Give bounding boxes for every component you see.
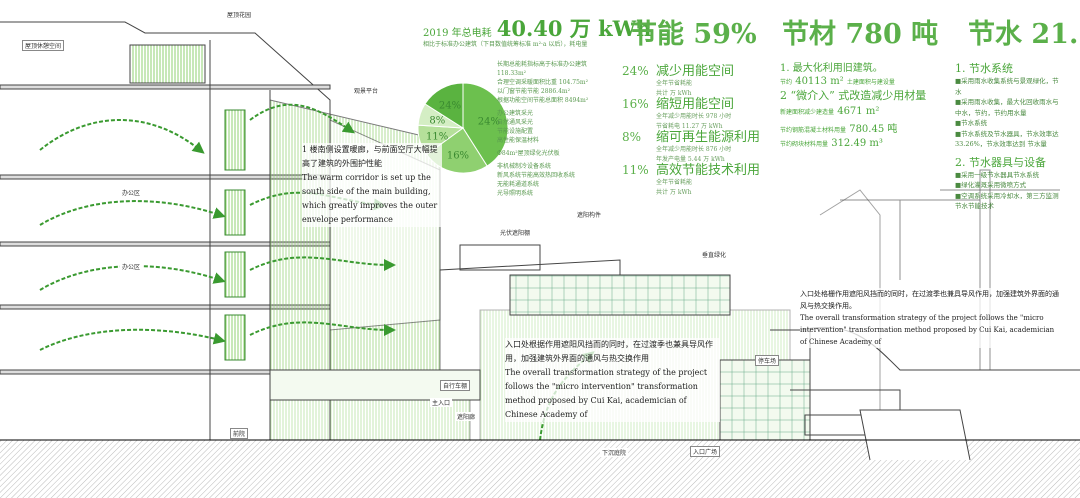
energy-bullet: 新风系统节能高效热回收系统 <box>497 172 576 179</box>
right-note-en: The overall transformation strategy of t… <box>800 314 1055 346</box>
energy-item-detail: 共计 万 kWh <box>656 90 692 97</box>
energy-item-pct: 8% <box>622 130 642 144</box>
label-office-2: 办公区 <box>120 262 143 271</box>
energy-item-pct: 11% <box>622 163 649 177</box>
energy-bullet: 长期总能耗指标高于标准办公建筑 118.33m² <box>497 61 588 77</box>
material-label: 新建面积减少建造量 <box>780 109 835 116</box>
energy-item-title: 高效节能技术利用 <box>656 163 761 178</box>
material-label: 节约 <box>780 79 793 86</box>
energy-item: 24% 减少用能空间全年节省耗能共计 万 kWh <box>622 60 772 97</box>
material-label: 节约砌块材料用量 <box>780 141 829 148</box>
energy-item: 8% 缩可再生能源利用全年减少用能时长 876 小时年发产电量 5.44 万 kW… <box>622 126 772 163</box>
right-note: 入口处格栅作用遮阳风挡而的同时，在过渡季也兼具导风作用，加强建筑外界面的通风与热… <box>800 288 1060 348</box>
water-bullet: ■节水系统 <box>955 119 988 127</box>
label-parking: 停车场 <box>755 355 780 366</box>
energy-bullet: 光导照明系统 <box>497 190 534 197</box>
corridor-note-cn: 1 楼南侧设置暖廊，与前面空厅大幅提高了建筑的外围护性能 <box>302 145 438 168</box>
entry-note: 入口处根据作用遮阳风挡而的同时，在过渡季也兼具导风作用，加强建筑外界面的通风与热… <box>505 338 720 422</box>
total-consumption: 2019 年总电耗 40.40 万 kWh <box>423 13 652 43</box>
energy-bullet: 自然通风采光 <box>497 119 534 126</box>
water-bullet: ■采用雨水收集，最大化回收雨水与中水，节约，节约用水量 <box>955 98 1059 117</box>
energy-bullet: 高性能保温材料 <box>497 137 540 144</box>
pie-slice-label: 11% <box>426 132 448 143</box>
material-value-3: 4671 m² <box>837 106 880 117</box>
water-panel: 1. 节水系统 ■采用雨水收集系统与景观绿化，节水 ■采用雨水收集，最大化回收雨水与… <box>955 60 1065 212</box>
water-bullet: ■绿化灌溉采用微喷方式 <box>955 181 1027 189</box>
energy-item-title: 减少用能空间 <box>656 64 735 79</box>
energy-saving-headline: 节能 59% <box>630 19 757 50</box>
water-bullet: ■采用雨水收集系统与景观绿化，节水 <box>955 77 1059 96</box>
label-bike: 自行车棚 <box>440 380 471 391</box>
energy-item-row: 11% 高效节能技术利用 <box>622 159 772 178</box>
energy-bullet: 节能设施配置 <box>497 128 534 135</box>
label-roof-garden: 屋顶花园 <box>225 10 254 19</box>
material-line-2: 2 “微介入” 式改造减少用材量 <box>780 89 927 102</box>
energy-item: 11% 高效节能技术利用全年节省耗能共计 万 kWh <box>622 159 772 196</box>
pie-slice-label: 24% <box>439 100 461 111</box>
energy-item-row: 24% 减少用能空间 <box>622 60 772 79</box>
label-lower: 前院 <box>230 428 249 439</box>
material-line-1: 1. 最大化利用旧建筑。 <box>780 63 883 74</box>
label-stairs: 遮阳构件 <box>575 210 604 219</box>
energy-item-detail: 年发产电量 5.44 万 kWh <box>656 156 725 163</box>
label-green-wall: 垂直绿化 <box>700 250 729 259</box>
label-canopy: 遮阳廊 <box>455 412 478 421</box>
label-view-deck: 观景平台 <box>352 86 381 95</box>
corridor-note: 1 楼南侧设置暖廊，与前面空厅大幅提高了建筑的外围护性能 The warm co… <box>302 143 442 227</box>
water-saving-headline: 节水 21.6% <box>968 19 1080 50</box>
material-value-5: 312.49 m³ <box>831 138 883 149</box>
pie-slice <box>424 82 464 129</box>
entry-note-cn: 入口处根据作用遮阳风挡而的同时，在过渡季也兼具导风作用，加强建筑外界面的通风与热… <box>505 340 713 363</box>
water-section-2-title: 2. 节水器具与设备 <box>955 155 1046 169</box>
energy-item: 16% 缩短用能空间全年减少用能时长 978 小时节省耗电 11.27 万 kWh <box>622 93 772 130</box>
energy-item-detail: 全年节省耗能 <box>656 80 693 87</box>
corridor-note-en: The warm corridor is set up the south si… <box>302 173 438 224</box>
energy-item-row: 8% 缩可再生能源利用 <box>622 126 772 145</box>
water-bullet: ■空调系统采用冷却水，第三方监测节水节能技术 <box>955 191 1059 211</box>
label-atrium: 光伏遮阳棚 <box>498 228 533 237</box>
water-bullet: ■采用一级节水器具节水系统 <box>955 170 1040 179</box>
total-note: 相比于标准办公建筑（下目数值统筹标准 m²·a 以后），耗电量 <box>423 41 588 48</box>
energy-bullet: 以门窗节能节能 2886.4m² <box>497 88 570 95</box>
material-panel: 1. 最大化利用旧建筑。 节约 40113 m² 土建面积与建设量 2 “微介入… <box>780 62 950 151</box>
pie-slice-label: 8% <box>429 116 445 127</box>
entry-note-en: The overall transformation strategy of t… <box>505 368 708 419</box>
water-bullet: ■节水系统及节水器具，节水效率达 33.26%，节水效率达到 节水量 <box>955 129 1059 149</box>
energy-item-title: 缩可再生能源利用 <box>656 130 761 145</box>
energy-item-pct: 16% <box>622 97 649 111</box>
energy-bullet: 无能耗通道系统 <box>497 181 540 188</box>
energy-item-detail: 共计 万 kWh <box>656 189 692 196</box>
energy-item-detail: 全年减少用能时长 978 小时 <box>656 113 732 120</box>
material-label: 节约钢筋混凝土材料用量 <box>780 127 847 134</box>
label-office-1: 办公区 <box>120 188 143 197</box>
material-label: 土建面积与建设量 <box>846 79 895 86</box>
pie-slice-label: 16% <box>447 151 469 162</box>
label-plaza: 入口广场 <box>690 446 721 457</box>
material-value-1: 40113 m² <box>795 76 844 87</box>
energy-bullets: 长期总能耗指标高于标准办公建筑 118.33m² 合理空调采暖面积比重 104.7… <box>497 60 609 198</box>
label-roof-space: 屋顶休憩空间 <box>22 40 65 51</box>
energy-bullet: 办公建筑采光 <box>497 110 534 117</box>
energy-item-row: 16% 缩短用能空间 <box>622 93 772 112</box>
energy-item-title: 缩短用能空间 <box>656 97 735 112</box>
energy-bullet: Φ84m²屋顶绿化光伏板 <box>497 150 560 157</box>
label-ramp: 下沉庭院 <box>600 448 629 457</box>
energy-item-detail: 全年减少用能时长 876 小时 <box>656 146 732 153</box>
pie-slice-label: 24% <box>478 116 500 127</box>
material-saving-headline: 节材 780 吨 <box>782 19 939 50</box>
material-value-4: 780.45 吨 <box>849 124 898 135</box>
total-value: 40.40 万 kWh <box>496 16 652 41</box>
label-entrance: 主入口 <box>430 398 453 407</box>
energy-item-pct: 24% <box>622 64 649 78</box>
energy-bullet: 根据功能空间节能总面积 8494m² <box>497 97 589 104</box>
water-section-1-title: 1. 节水系统 <box>955 62 1013 75</box>
right-note-cn: 入口处格栅作用遮阳风挡而的同时，在过渡季也兼具导风作用，加强建筑外界面的通风与热… <box>800 290 1059 310</box>
total-prefix: 2019 年总电耗 <box>423 28 492 39</box>
energy-item-detail: 全年节省耗能 <box>656 179 693 186</box>
energy-bullet: 非机械制冷设备系统 <box>497 163 552 170</box>
energy-item-detail: 节省耗电 11.27 万 kWh <box>656 123 723 130</box>
energy-bullet: 合理空调采暖面积比重 104.75m² <box>497 79 588 86</box>
